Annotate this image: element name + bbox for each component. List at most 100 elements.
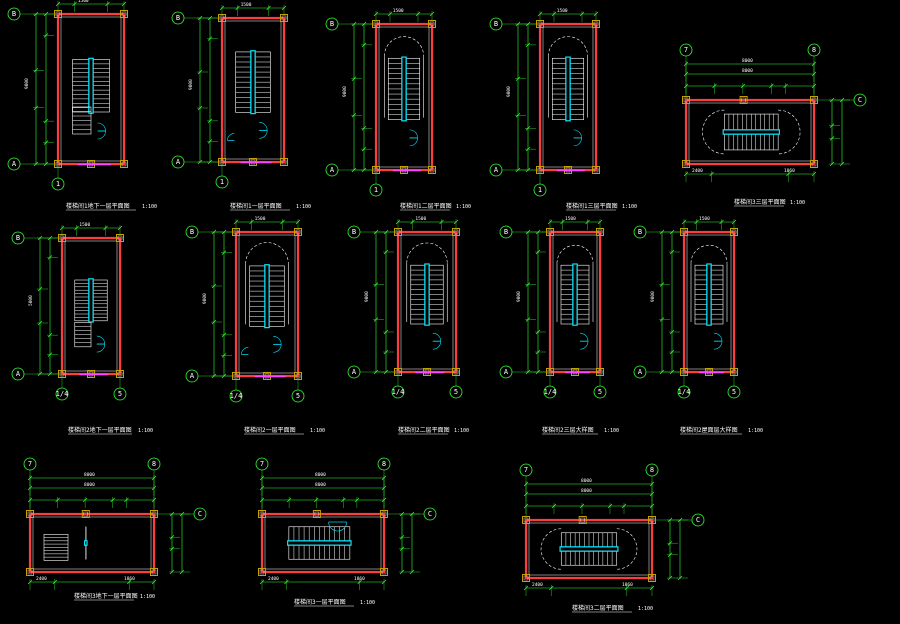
column <box>682 160 690 168</box>
dimension-chain <box>829 97 840 167</box>
dimension-text: 1860 <box>354 576 365 582</box>
grid-bubble-bottom: 1 <box>215 175 229 189</box>
dimension-chain <box>537 11 599 22</box>
grid-bubble-circle <box>679 43 693 57</box>
drawing-scale: 1:100 <box>140 594 155 600</box>
drawing-title: 楼梯间1二层平面图 <box>400 202 452 210</box>
door-swing <box>273 336 282 345</box>
grid-bubble-circle <box>23 457 37 471</box>
grid-bubble-circle <box>807 43 821 57</box>
drawing-title: 楼梯间3一层平面图 <box>294 598 346 606</box>
landing-arc <box>616 528 638 570</box>
door-swing <box>409 137 418 147</box>
grid-bubble-C: C <box>193 507 207 521</box>
column-core <box>523 517 529 523</box>
grid-bubble-circle <box>185 225 199 239</box>
dimension-chain <box>43 11 54 167</box>
handrail <box>88 278 94 323</box>
door-swing <box>96 343 106 353</box>
dimension-chain <box>361 21 372 173</box>
door-arc <box>97 122 106 132</box>
grid-bubble-label: A <box>494 166 499 174</box>
door-swing <box>259 122 268 131</box>
column-core <box>649 575 655 581</box>
dimension-chain <box>207 15 218 165</box>
drawing-scale: 1:100 <box>456 204 471 210</box>
grid-bubble-bottom: 1 <box>51 177 65 191</box>
grid-bubble-label: 1/4 <box>56 390 69 398</box>
drawing-title: 楼梯间3二层平面图 <box>572 604 624 612</box>
door-swing <box>337 521 347 532</box>
door-arc <box>573 137 582 147</box>
grid-bubble-circle <box>51 177 65 191</box>
door-swing <box>97 130 106 140</box>
landing-arc <box>556 244 594 264</box>
wall <box>548 230 602 374</box>
drawing-title: 楼梯间2地下一层平面图 <box>68 426 132 434</box>
drawing-scale: 1:100 <box>604 428 619 434</box>
grid-bubble-label: 8 <box>382 460 386 468</box>
grid-bubble-label: A <box>352 368 357 376</box>
grid-bubble-B: B <box>185 225 199 239</box>
wall <box>524 518 654 580</box>
wall-inner <box>32 516 152 570</box>
grid-bubble-label: A <box>176 158 181 166</box>
handrail <box>424 263 430 326</box>
grid-bubble-label: B <box>176 14 180 22</box>
drawing-scale: 1:100 <box>296 204 311 210</box>
drawing-caption: 楼梯间1二层平面图 1:100 <box>400 202 471 211</box>
stair-flight <box>43 533 69 561</box>
stair-flight <box>288 544 351 560</box>
column-core <box>523 575 529 581</box>
handrail <box>565 56 571 122</box>
grid-bubble-bottom: 1 <box>369 183 383 197</box>
column-core <box>811 97 817 103</box>
column <box>380 568 388 576</box>
grid-bubble-circle <box>147 457 161 471</box>
grid-bubble-7: 7 <box>679 43 693 57</box>
grid-bubble-bottom: 1/4 <box>543 385 557 399</box>
dimension-chain <box>197 15 208 165</box>
grid-bubble-circle <box>499 365 513 379</box>
door-swing <box>713 340 723 350</box>
grid-bubble-label: B <box>504 228 508 236</box>
door-swing <box>259 129 268 139</box>
stair-flight <box>428 264 444 325</box>
grid-bubble-B: B <box>633 225 647 239</box>
grid-bubble-8: 8 <box>807 43 821 57</box>
grid-bubble-label: A <box>638 368 643 376</box>
handrail <box>287 540 352 546</box>
dimension-text: 1500 <box>415 216 426 222</box>
grid-bubble-label: 1 <box>538 186 542 194</box>
dimension-text: 9000 <box>364 291 370 302</box>
wall-inner <box>552 234 598 370</box>
handrail <box>401 56 407 122</box>
wall <box>682 230 736 374</box>
grid-bubble-label: 1/4 <box>544 388 557 396</box>
stair-flight <box>235 51 252 113</box>
grid-bubble-label: 8 <box>650 466 654 474</box>
column <box>380 510 388 518</box>
column <box>810 160 818 168</box>
stair-flight <box>560 264 574 325</box>
column <box>26 510 34 518</box>
door-swing <box>328 521 338 532</box>
column-core <box>83 511 89 517</box>
dimension-text: 2400 <box>532 582 543 588</box>
grid-bubble-label: C <box>198 510 202 518</box>
drawing-title: 楼梯间2屋面层大样图 <box>680 426 738 434</box>
column-core <box>27 569 33 575</box>
door-swing <box>713 332 723 342</box>
dimension-chain <box>523 585 655 596</box>
door-arc <box>579 341 589 350</box>
dimension-chain <box>667 517 678 581</box>
column-core <box>811 161 817 167</box>
